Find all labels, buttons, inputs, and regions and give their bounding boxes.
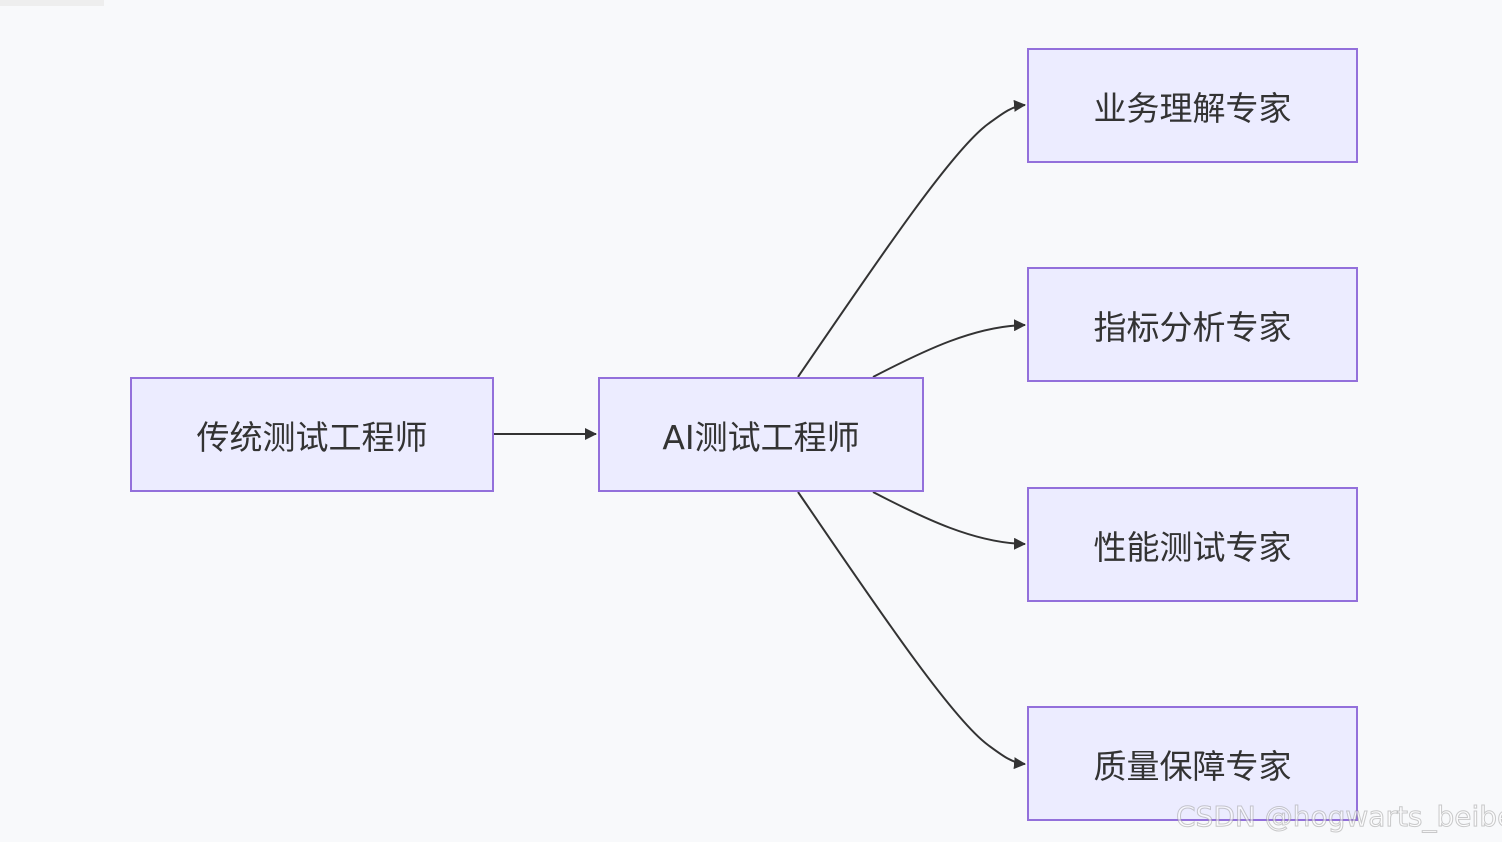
- top-edge-mark: [0, 0, 104, 6]
- node-traditional-test-engineer: 传统测试工程师: [130, 377, 494, 492]
- node-quality-expert: 质量保障专家: [1027, 706, 1358, 821]
- node-performance-expert: 性能测试专家: [1027, 487, 1358, 602]
- node-business-expert: 业务理解专家: [1027, 48, 1358, 163]
- node-label: 性能测试专家: [1093, 527, 1292, 567]
- edge-ai-to-business: [797, 99, 1026, 378]
- edge-ai-to-quality: [797, 491, 1026, 770]
- edge-ai-to-performance: [872, 491, 1026, 550]
- node-ai-test-engineer: AI测试工程师: [598, 377, 924, 492]
- node-metrics-expert: 指标分析专家: [1027, 267, 1358, 382]
- node-label: 指标分析专家: [1093, 307, 1292, 347]
- node-label: 业务理解专家: [1093, 88, 1292, 128]
- edge-ai-to-metrics: [872, 319, 1026, 378]
- node-label: 质量保障专家: [1093, 746, 1292, 786]
- node-label: AI测试工程师: [662, 417, 860, 457]
- watermark: CSDN @hogwarts_beibei: [1175, 800, 1502, 834]
- node-label: 传统测试工程师: [196, 417, 428, 457]
